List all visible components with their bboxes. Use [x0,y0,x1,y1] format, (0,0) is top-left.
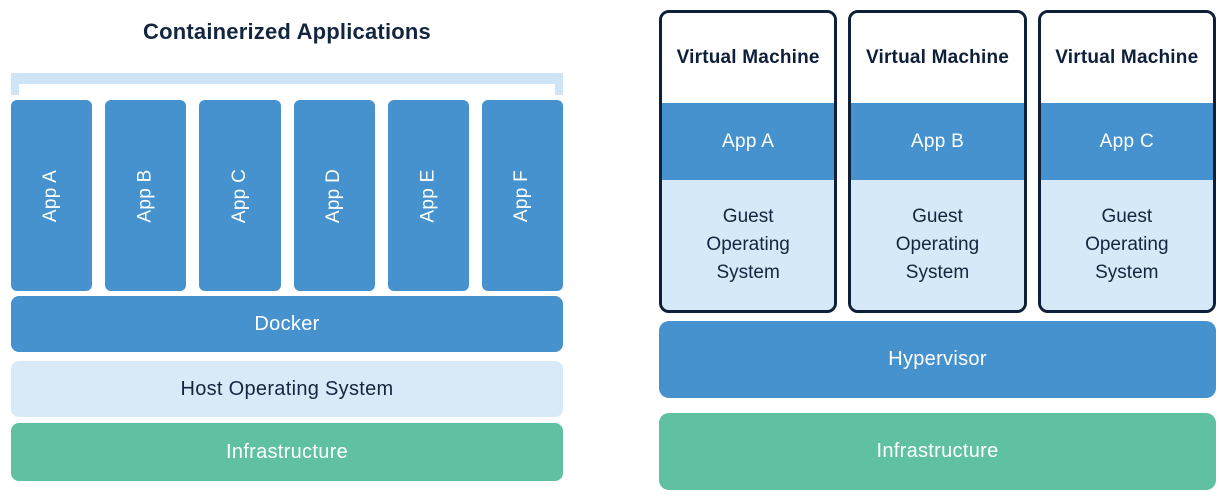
vm-1-guest-os-label: Guest Operating System [706,206,790,283]
container-app-f-label: App F [511,169,533,222]
vm-box-1: Virtual Machine App A Guest Operating Sy… [659,10,838,313]
vm-2-guest-os-label: Guest Operating System [895,206,980,283]
containerized-applications-diagram: Containerized Applications App A App B A… [11,0,564,501]
apps-group-bracket [11,73,563,95]
container-app-a-label: App A [40,169,62,222]
container-app-c-label: App C [228,168,250,223]
vm-box-3: Virtual Machine App C Guest Operating Sy… [1037,10,1216,313]
container-app-d: App D [293,100,375,291]
host-os-layer: Host Operating System [11,361,563,417]
hypervisor-layer: Hypervisor [659,321,1216,398]
vm-row: Virtual Machine App A Guest Operating Sy… [659,10,1216,313]
container-app-d-label: App D [323,168,345,223]
docker-layer: Docker [11,296,563,352]
container-app-a: App A [11,100,93,291]
vm-2-app: App B [851,103,1024,180]
infrastructure-layer-right: Infrastructure [659,413,1216,490]
containerized-applications-title: Containerized Applications [143,19,431,44]
vm-1-app: App A [662,103,835,180]
virtual-machines-diagram: Virtual Machine App A Guest Operating Sy… [659,0,1216,501]
container-app-b: App B [105,100,187,291]
vm-1-guest-os: Guest Operating System [662,180,835,310]
container-apps-row: App A App B App C App D App E App F [11,100,564,291]
vm-2-title: Virtual Machine [851,13,1024,103]
vm-3-guest-os-label: Guest Operating System [1085,206,1169,283]
vm-3-app: App C [1040,103,1213,180]
container-app-e-label: App E [417,168,439,223]
vm-box-2: Virtual Machine App B Guest Operating Sy… [848,10,1027,313]
container-app-c: App C [199,100,281,291]
infrastructure-layer-left: Infrastructure [11,423,563,481]
container-app-f: App F [481,100,564,291]
vm-3-guest-os: Guest Operating System [1040,180,1213,310]
container-app-b-label: App B [134,168,156,223]
container-app-e: App E [387,100,469,291]
vm-1-title: Virtual Machine [662,13,835,103]
vm-3-title: Virtual Machine [1040,13,1213,103]
vm-2-guest-os: Guest Operating System [851,180,1024,310]
